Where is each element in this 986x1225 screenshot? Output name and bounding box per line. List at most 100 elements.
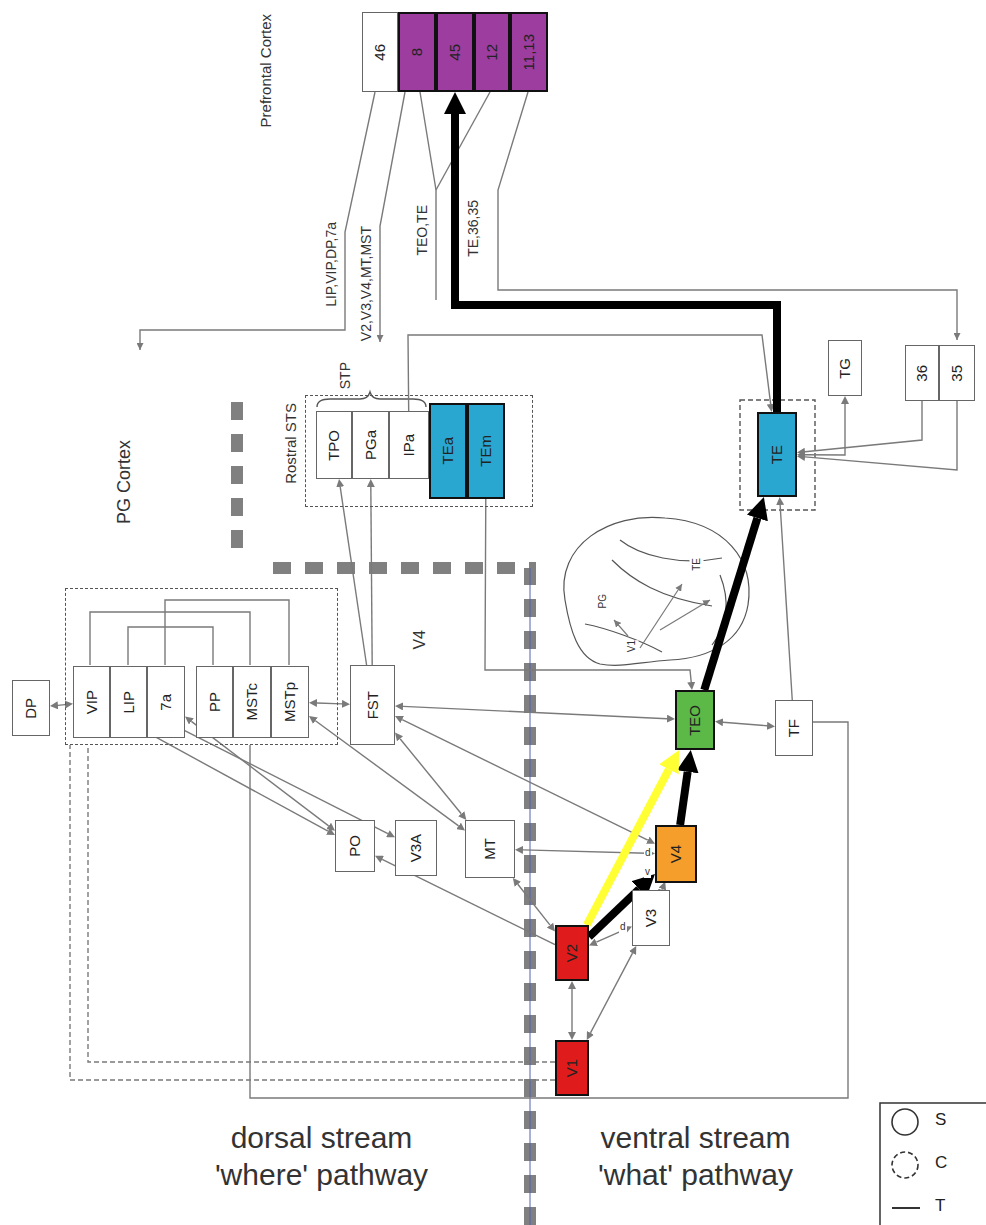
- area-box: TEO: [675, 690, 715, 750]
- connection-arrow: [485, 499, 691, 682]
- area-box: PO: [335, 820, 375, 872]
- area-box: DP: [12, 680, 50, 736]
- brain-arrow: [660, 600, 710, 630]
- area-name: 11,13: [520, 34, 537, 70]
- connection-arrow: [58, 704, 65, 706]
- area-name: FST: [364, 691, 381, 719]
- area-box: TG: [828, 340, 862, 396]
- area-name: TF: [785, 719, 802, 737]
- area-name: 45: [446, 44, 463, 61]
- area-box: 36: [905, 345, 939, 401]
- projection-label: V2,V3,V4,MT,MST: [357, 226, 375, 341]
- area-group: Rostral STSTPOPGaIPaTEaTEm: [305, 395, 533, 507]
- area-box: V2: [555, 925, 589, 981]
- projection-line: [90, 612, 250, 665]
- area-name: MSTp: [281, 682, 298, 722]
- brain-arrow: [640, 584, 682, 648]
- area-box: FST: [350, 665, 395, 745]
- area-box: TPO: [316, 411, 352, 479]
- connection-arrow: [340, 487, 366, 665]
- stream-label: ventral stream 'what' pathway: [562, 1120, 829, 1193]
- area-label: V4: [410, 630, 430, 650]
- direction-letter: d: [619, 921, 627, 933]
- area-name: TPO: [325, 430, 342, 461]
- projection-label: TE,36,35: [464, 200, 482, 257]
- brain-label: TE: [690, 558, 704, 571]
- projection-line: [140, 92, 375, 350]
- area-name: 35: [948, 365, 965, 382]
- projection-line: [380, 92, 405, 342]
- connection-arrow: [590, 953, 632, 1033]
- legend-circle: [892, 1152, 918, 1178]
- area-box: TF: [775, 700, 813, 756]
- area-box: V3: [632, 890, 670, 946]
- area-name: TEO: [686, 705, 703, 736]
- brain-label: V1: [625, 640, 639, 652]
- area-name: TG: [836, 358, 853, 379]
- area-group: PG CortexVIPLIP7aPPMSTcMSTp: [65, 588, 338, 745]
- connection-arrow: [408, 335, 771, 411]
- connection-arrow: [371, 487, 372, 665]
- area-name: V4: [667, 845, 684, 863]
- connection-arrow: [780, 505, 792, 700]
- area-name: 36: [913, 365, 930, 382]
- area-box: 8: [398, 12, 436, 92]
- area-name: PGa: [362, 430, 379, 460]
- legend-circle: [892, 1109, 918, 1135]
- brain-label: PG: [596, 594, 610, 608]
- area-name: VIP: [83, 690, 100, 714]
- connection-arrow: [402, 720, 648, 841]
- projection-line: [250, 722, 848, 1098]
- area-box: 46: [362, 12, 398, 92]
- region-label: Prefrontal Cortex: [256, 14, 275, 127]
- area-box: VIP: [73, 666, 110, 738]
- highlight-pathway: [704, 518, 757, 690]
- connection-arrow: [805, 401, 957, 470]
- projection-line: [165, 600, 289, 665]
- feedback-line: [88, 745, 555, 1062]
- connection-arrow: [723, 722, 767, 726]
- area-box: V4: [655, 825, 697, 883]
- area-name: V2: [563, 944, 580, 962]
- brain-sulcus: [585, 624, 662, 652]
- connection-arrow: [805, 401, 922, 452]
- projection-label: LIP,VIP,DP,7a: [322, 222, 340, 307]
- legend-text: C: [935, 1153, 947, 1173]
- te-region: [740, 400, 815, 510]
- group-heading: PG Cortex: [113, 439, 136, 525]
- connection-arrow: [403, 706, 667, 718]
- legend-text: S: [935, 1110, 946, 1130]
- area-name: 46: [371, 44, 388, 61]
- connection-arrow: [518, 884, 550, 925]
- divider-line: [530, 568, 531, 1225]
- highlight-pathway: [455, 114, 777, 412]
- area-box: 35: [939, 345, 975, 401]
- legend-text: T: [935, 1196, 945, 1216]
- area-name: TEm: [477, 435, 494, 467]
- area-box: PGa: [352, 411, 389, 479]
- projection-label: TEO,TE: [413, 205, 431, 256]
- area-box: 7a: [147, 666, 185, 738]
- area-name: TEa: [439, 437, 456, 465]
- area-box: V3A: [395, 820, 437, 876]
- area-name: MT: [481, 838, 498, 860]
- brain-arrow: [614, 620, 628, 636]
- area-box: LIP: [110, 666, 147, 738]
- area-box: MSTp: [271, 666, 309, 738]
- area-name: 7a: [157, 694, 174, 711]
- area-name: PO: [346, 835, 363, 857]
- connection-arrow: [317, 702, 342, 704]
- area-name: PP: [206, 692, 223, 712]
- area-box: IPa: [389, 411, 429, 479]
- highlight-pathway: [680, 772, 688, 825]
- area-box: TEm: [467, 403, 505, 499]
- area-name: DP: [22, 698, 39, 719]
- projection-line: [128, 627, 213, 665]
- area-box: TE: [757, 412, 797, 497]
- legend-swatch: [892, 1208, 920, 1209]
- area-name: LIP: [120, 691, 137, 714]
- direction-letter: v: [644, 866, 651, 878]
